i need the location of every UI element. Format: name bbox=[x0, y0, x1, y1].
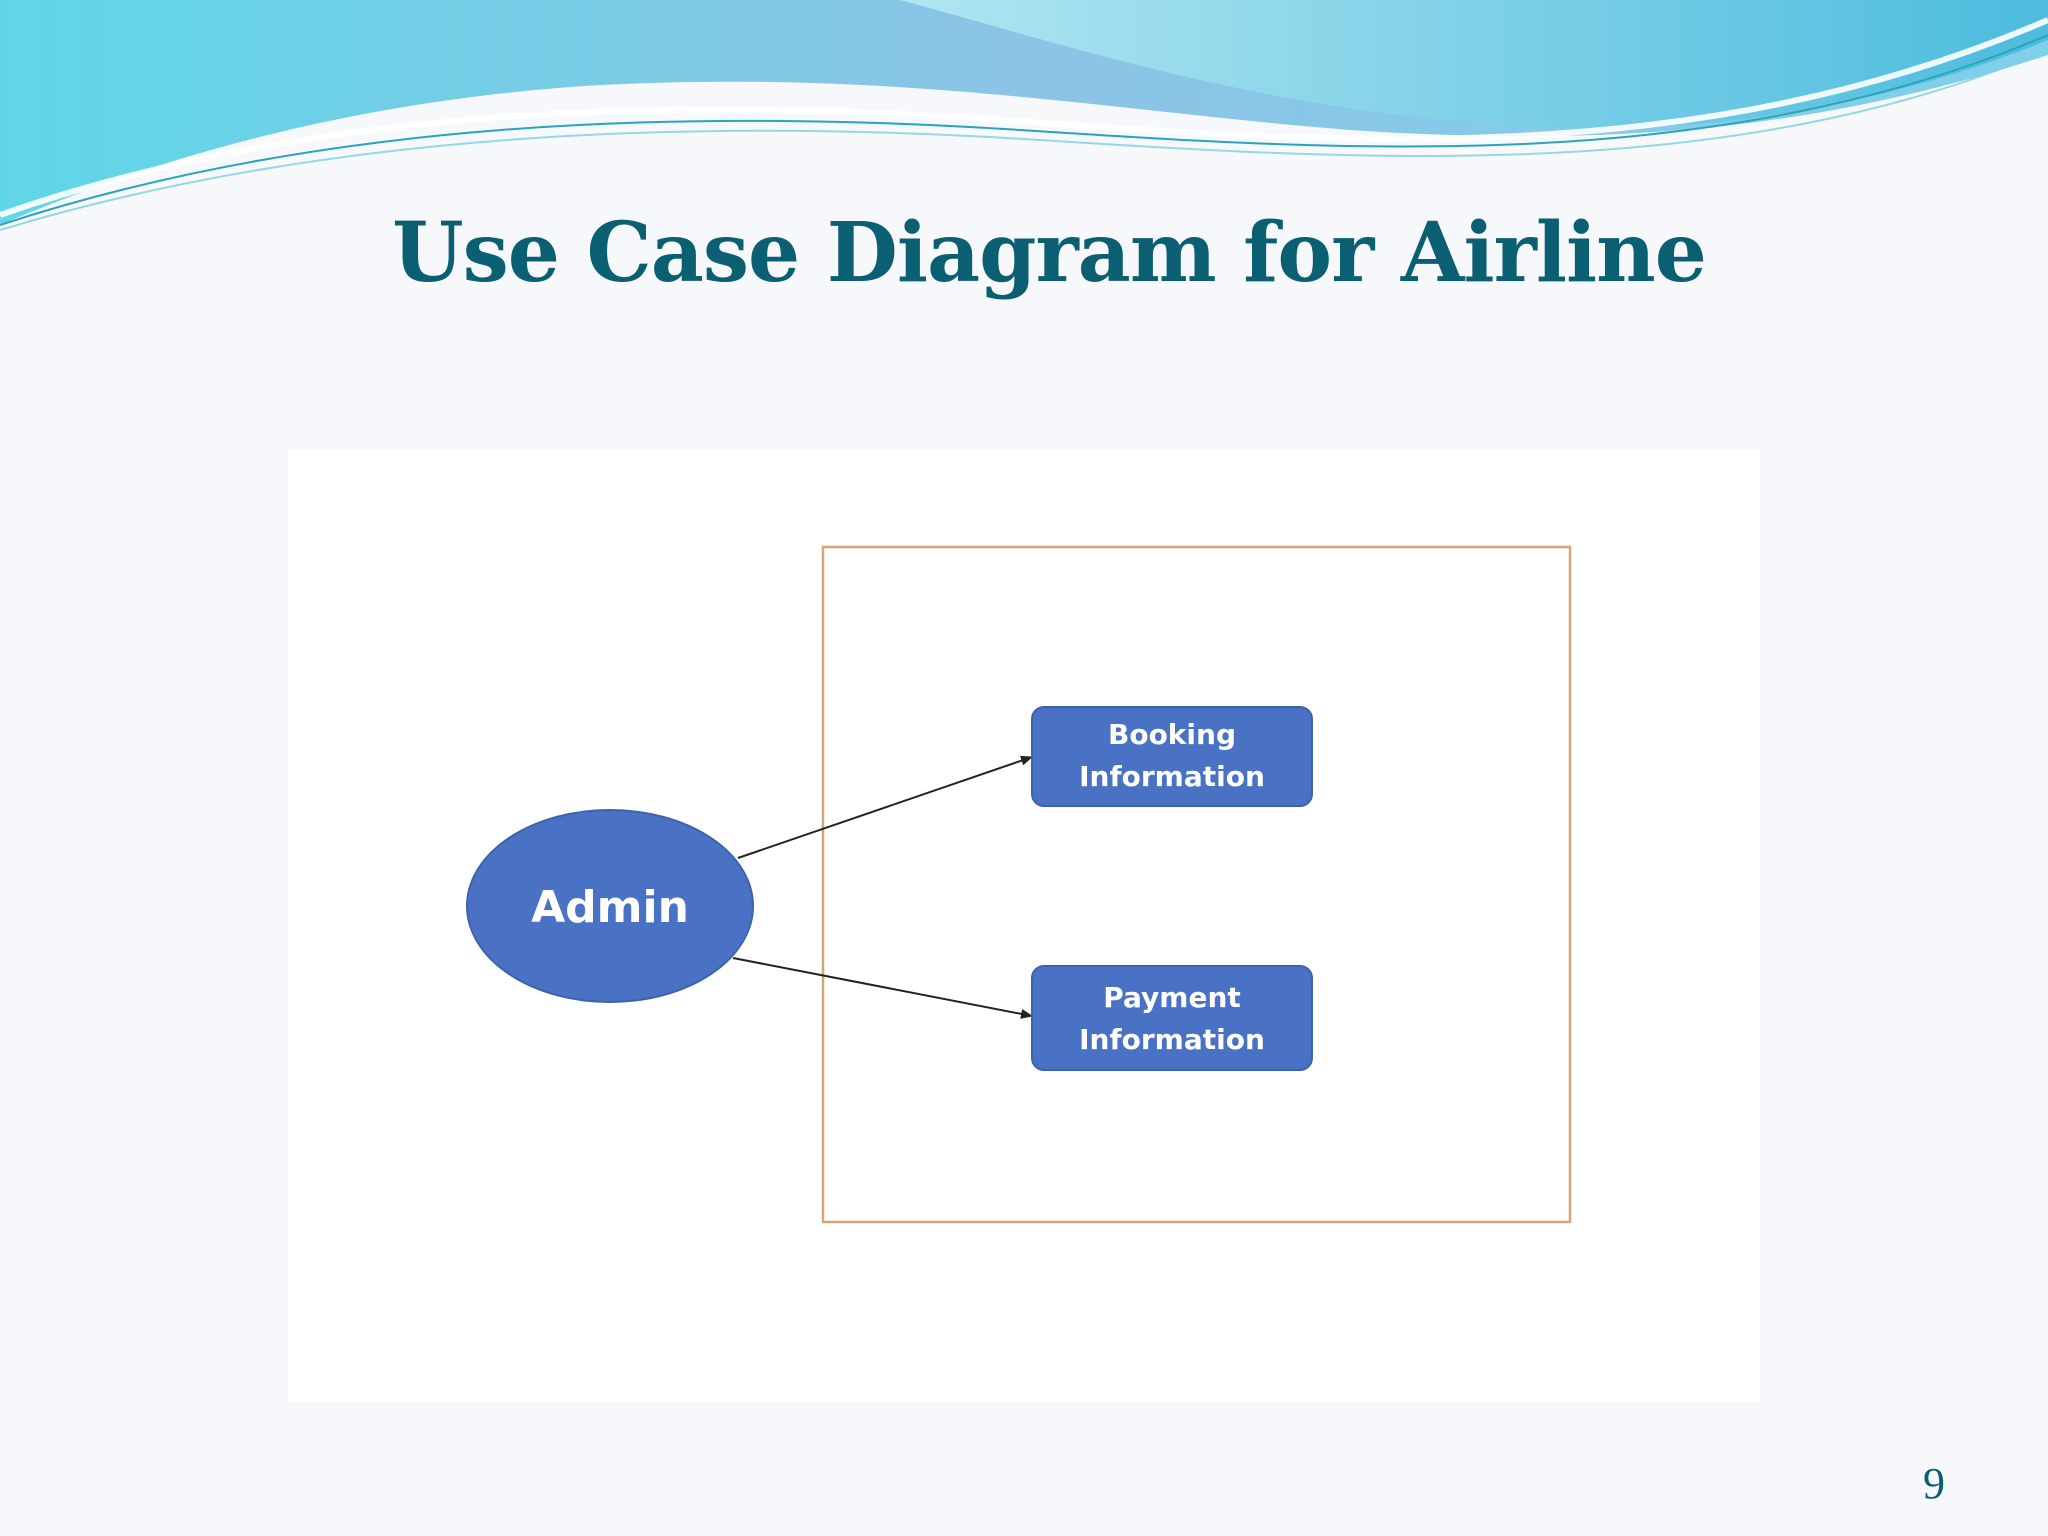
actor-admin: Admin bbox=[466, 809, 754, 1003]
arrow-admin-to-booking bbox=[737, 755, 1033, 859]
use-case-booking-information: Booking Information bbox=[1031, 706, 1313, 807]
page-number: 9 bbox=[1923, 1459, 1945, 1508]
use-case-label: Payment bbox=[1103, 981, 1241, 1014]
slide-title: Use Case Diagram for Airline bbox=[392, 205, 1707, 301]
use-case-label: Information bbox=[1079, 1023, 1265, 1056]
system-boundary bbox=[821, 545, 1572, 1224]
header-wave-decoration bbox=[0, 0, 2048, 231]
arrow-admin-to-payment bbox=[732, 957, 1033, 1019]
use-case-label: Booking bbox=[1108, 718, 1236, 751]
use-case-payment-information: Payment Information bbox=[1031, 965, 1313, 1071]
use-case-label: Information bbox=[1079, 760, 1265, 793]
actor-label: Admin bbox=[531, 882, 689, 933]
